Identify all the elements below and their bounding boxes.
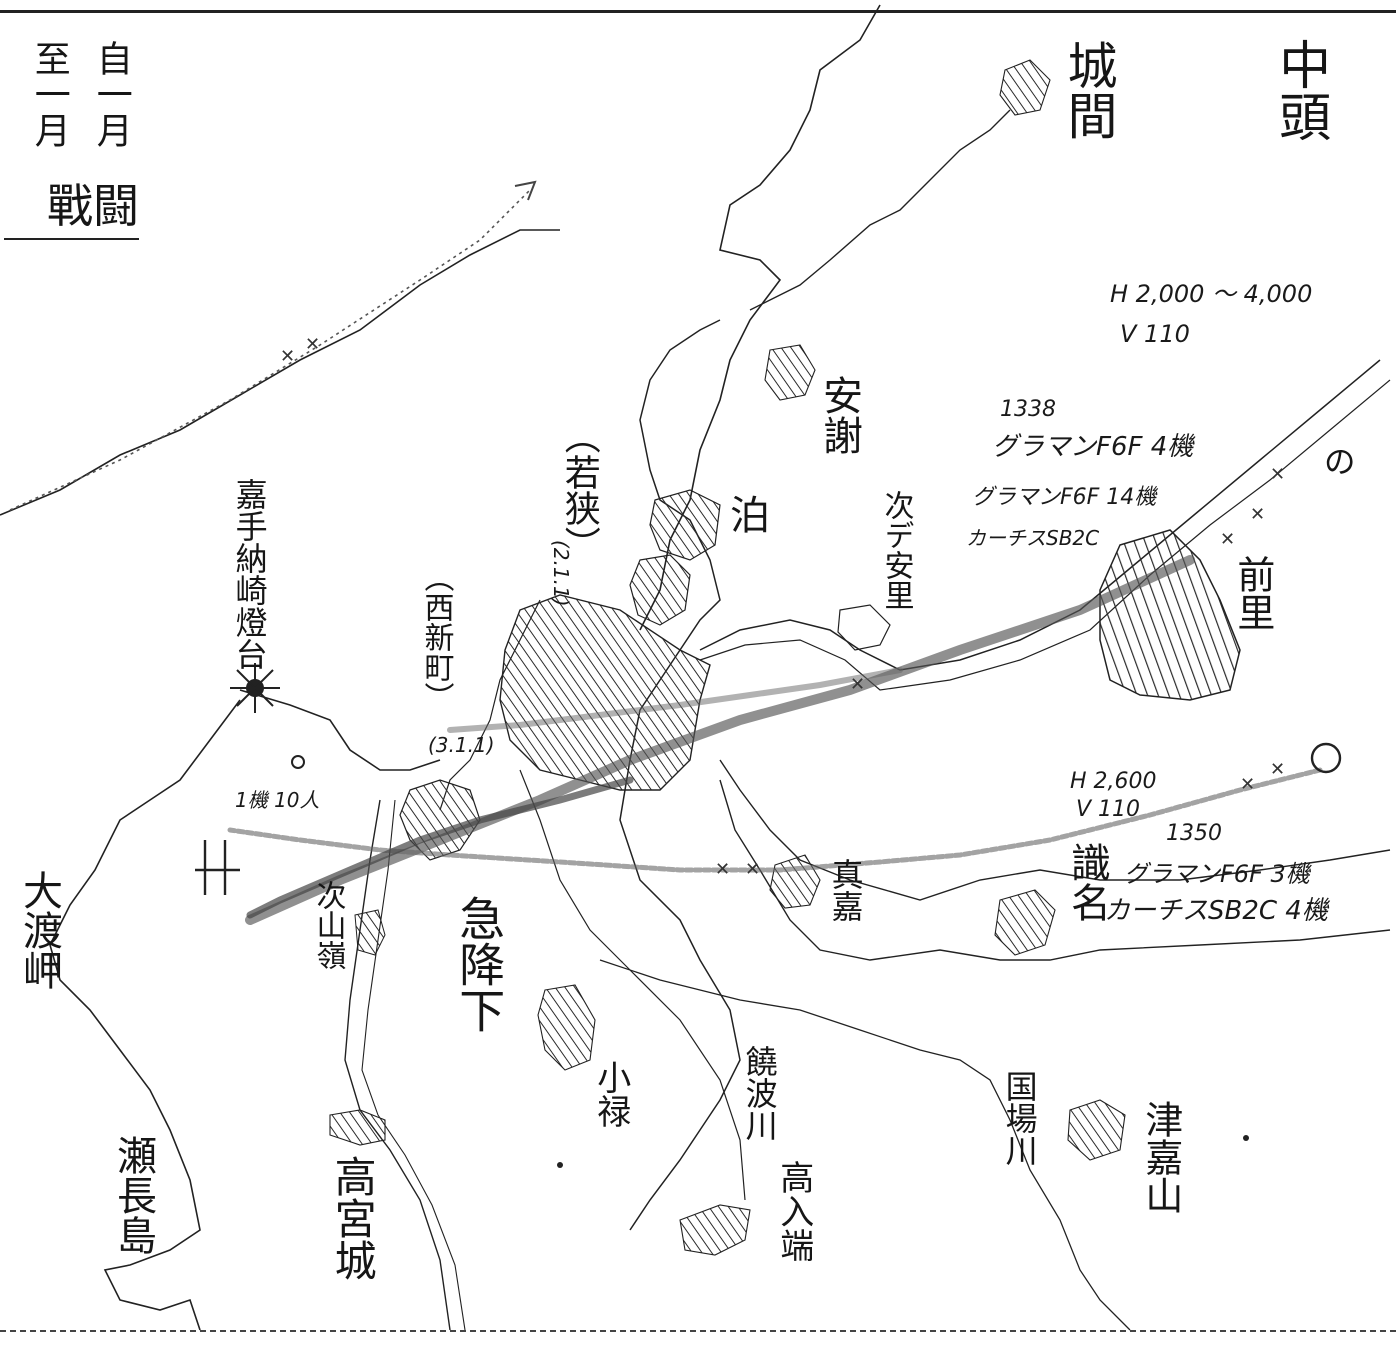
label-takairi: 高入端 [773,1160,814,1262]
date-from-label: 自一月 [90,40,132,148]
aircraft-marker: ✕ [1220,529,1235,550]
label-odo-cape: 大渡岬 [16,870,62,990]
lighthouse-icon [230,663,280,713]
aircraft-marker: ✕ [280,346,295,367]
label-anxie: 安謝 [816,375,862,455]
label-anri: 次デ安里 [878,490,914,610]
aircraft-marker: ✕ [745,859,760,880]
top-border [0,0,1396,13]
annotation-note-left: 1機 10人 [235,788,320,812]
circle-marker-icon [291,755,305,769]
label-dive-bombing: 急降下 [452,895,507,1033]
takamiya-area [329,1109,386,1146]
target-marker-icon [195,840,240,895]
aircraft-marker: ✕ [1250,504,1265,525]
annotation-altitude-lower: H 2,600 [1070,769,1157,794]
chengjian-area [999,59,1051,116]
river-takamiyagusuku [344,799,451,1331]
aircraft-marker: ✕ [305,334,320,355]
label-xixinting-note: (3.1.1) [428,733,495,757]
flight-path-lower [227,767,1323,873]
label-shinka: 真嘉 [826,858,865,922]
annotation-time-lower: 1350 [1166,821,1222,846]
aircraft-marker: ✕ [1270,759,1285,780]
naha-urban-area [499,594,711,791]
label-ruoxia-note: (2.1.1) [549,540,573,607]
wakasa-area [629,554,691,626]
annotation-time-upper: 1338 [1000,397,1056,422]
circle-2-marker [1310,742,1342,774]
label-xixinting: （西新町） [418,562,454,712]
anxie-area [764,344,816,401]
label-jishanling: 次山嶺 [310,880,346,970]
annotation-aircraft-lower-1: グラマンF6F 3機 [1124,860,1310,888]
label-takamiyagusuku: 高宮城 [328,1155,378,1281]
oroku-area [537,984,596,1071]
flight-path-dive [246,776,634,919]
jishanling-area [354,909,386,956]
river-naha-2 [699,379,1391,691]
label-senaga-island: 瀬長島 [110,1135,156,1255]
flight-path-upper [245,555,1195,925]
aircraft-marker: ✕ [1270,464,1285,485]
flight-path-north-arrowhead [514,180,537,201]
annotation-aircraft-upper-3: カーチスSB2C [966,526,1100,550]
anri-area [837,604,891,651]
flight-path-upper-inner [447,667,903,733]
date-to-label: 至一月 [28,40,70,148]
aircraft-marker: ✕ [850,674,865,695]
takairi-area [679,1204,751,1256]
annotation-aircraft-upper-1: グラマンF6F 4機 [992,432,1194,462]
shikina-area [994,889,1056,956]
annotation-velocity-upper: V 110 [1120,320,1190,348]
label-chengjian: 城間 [1059,40,1118,140]
label-lighthouse: 嘉手納崎燈台 [230,478,269,670]
river-chengjian [749,109,1011,311]
label-zhongtou: 中頭 [1269,38,1330,142]
label-oroku: 小禄 [590,1060,631,1128]
river-naha [699,359,1381,671]
river-south [599,959,1131,1331]
aircraft-marker: ✕ [715,859,730,880]
label-kokuba-river: 国場川 [1000,1070,1039,1166]
annotation-altitude-upper: H 2,000 〜 4,000 [1110,280,1313,308]
river-west [519,769,746,1201]
annotation-velocity-lower: V 110 [1076,797,1141,822]
river-kokuba [719,759,1391,901]
bottom-border [0,1330,1396,1346]
coastline [0,229,560,1331]
label-shikina: 識名 [1064,842,1110,922]
page-title: 戰闘 [4,182,139,241]
maezato-area [1099,529,1241,701]
label-no: の [1318,445,1357,477]
tsukazan-area [1067,1099,1126,1161]
label-tsukazan: 津嘉山 [1138,1100,1183,1214]
label-maezato: 前里 [1230,555,1275,631]
tomari-area [649,489,721,561]
annotation-aircraft-lower-2: カーチスSB2C 4機 [1104,896,1328,926]
dot-marker [557,1162,563,1168]
label-ruoxia: （若狭） [558,418,600,562]
aircraft-markers: ✕ ✕ ✕ ✕ ✕ ✕ ✕ ✕ ✕ ✕ [280,334,1285,880]
annotation-aircraft-upper-2: グラマンF6F 14機 [972,485,1157,510]
dot-marker [1243,1135,1249,1141]
label-bo: 泊 [730,493,770,539]
aircraft-marker: ✕ [1240,774,1255,795]
flight-path-north-arrow [9,189,531,511]
label-nohagawa: 饒波川 [740,1045,779,1141]
river-takamiyagusuku-2 [361,799,466,1331]
